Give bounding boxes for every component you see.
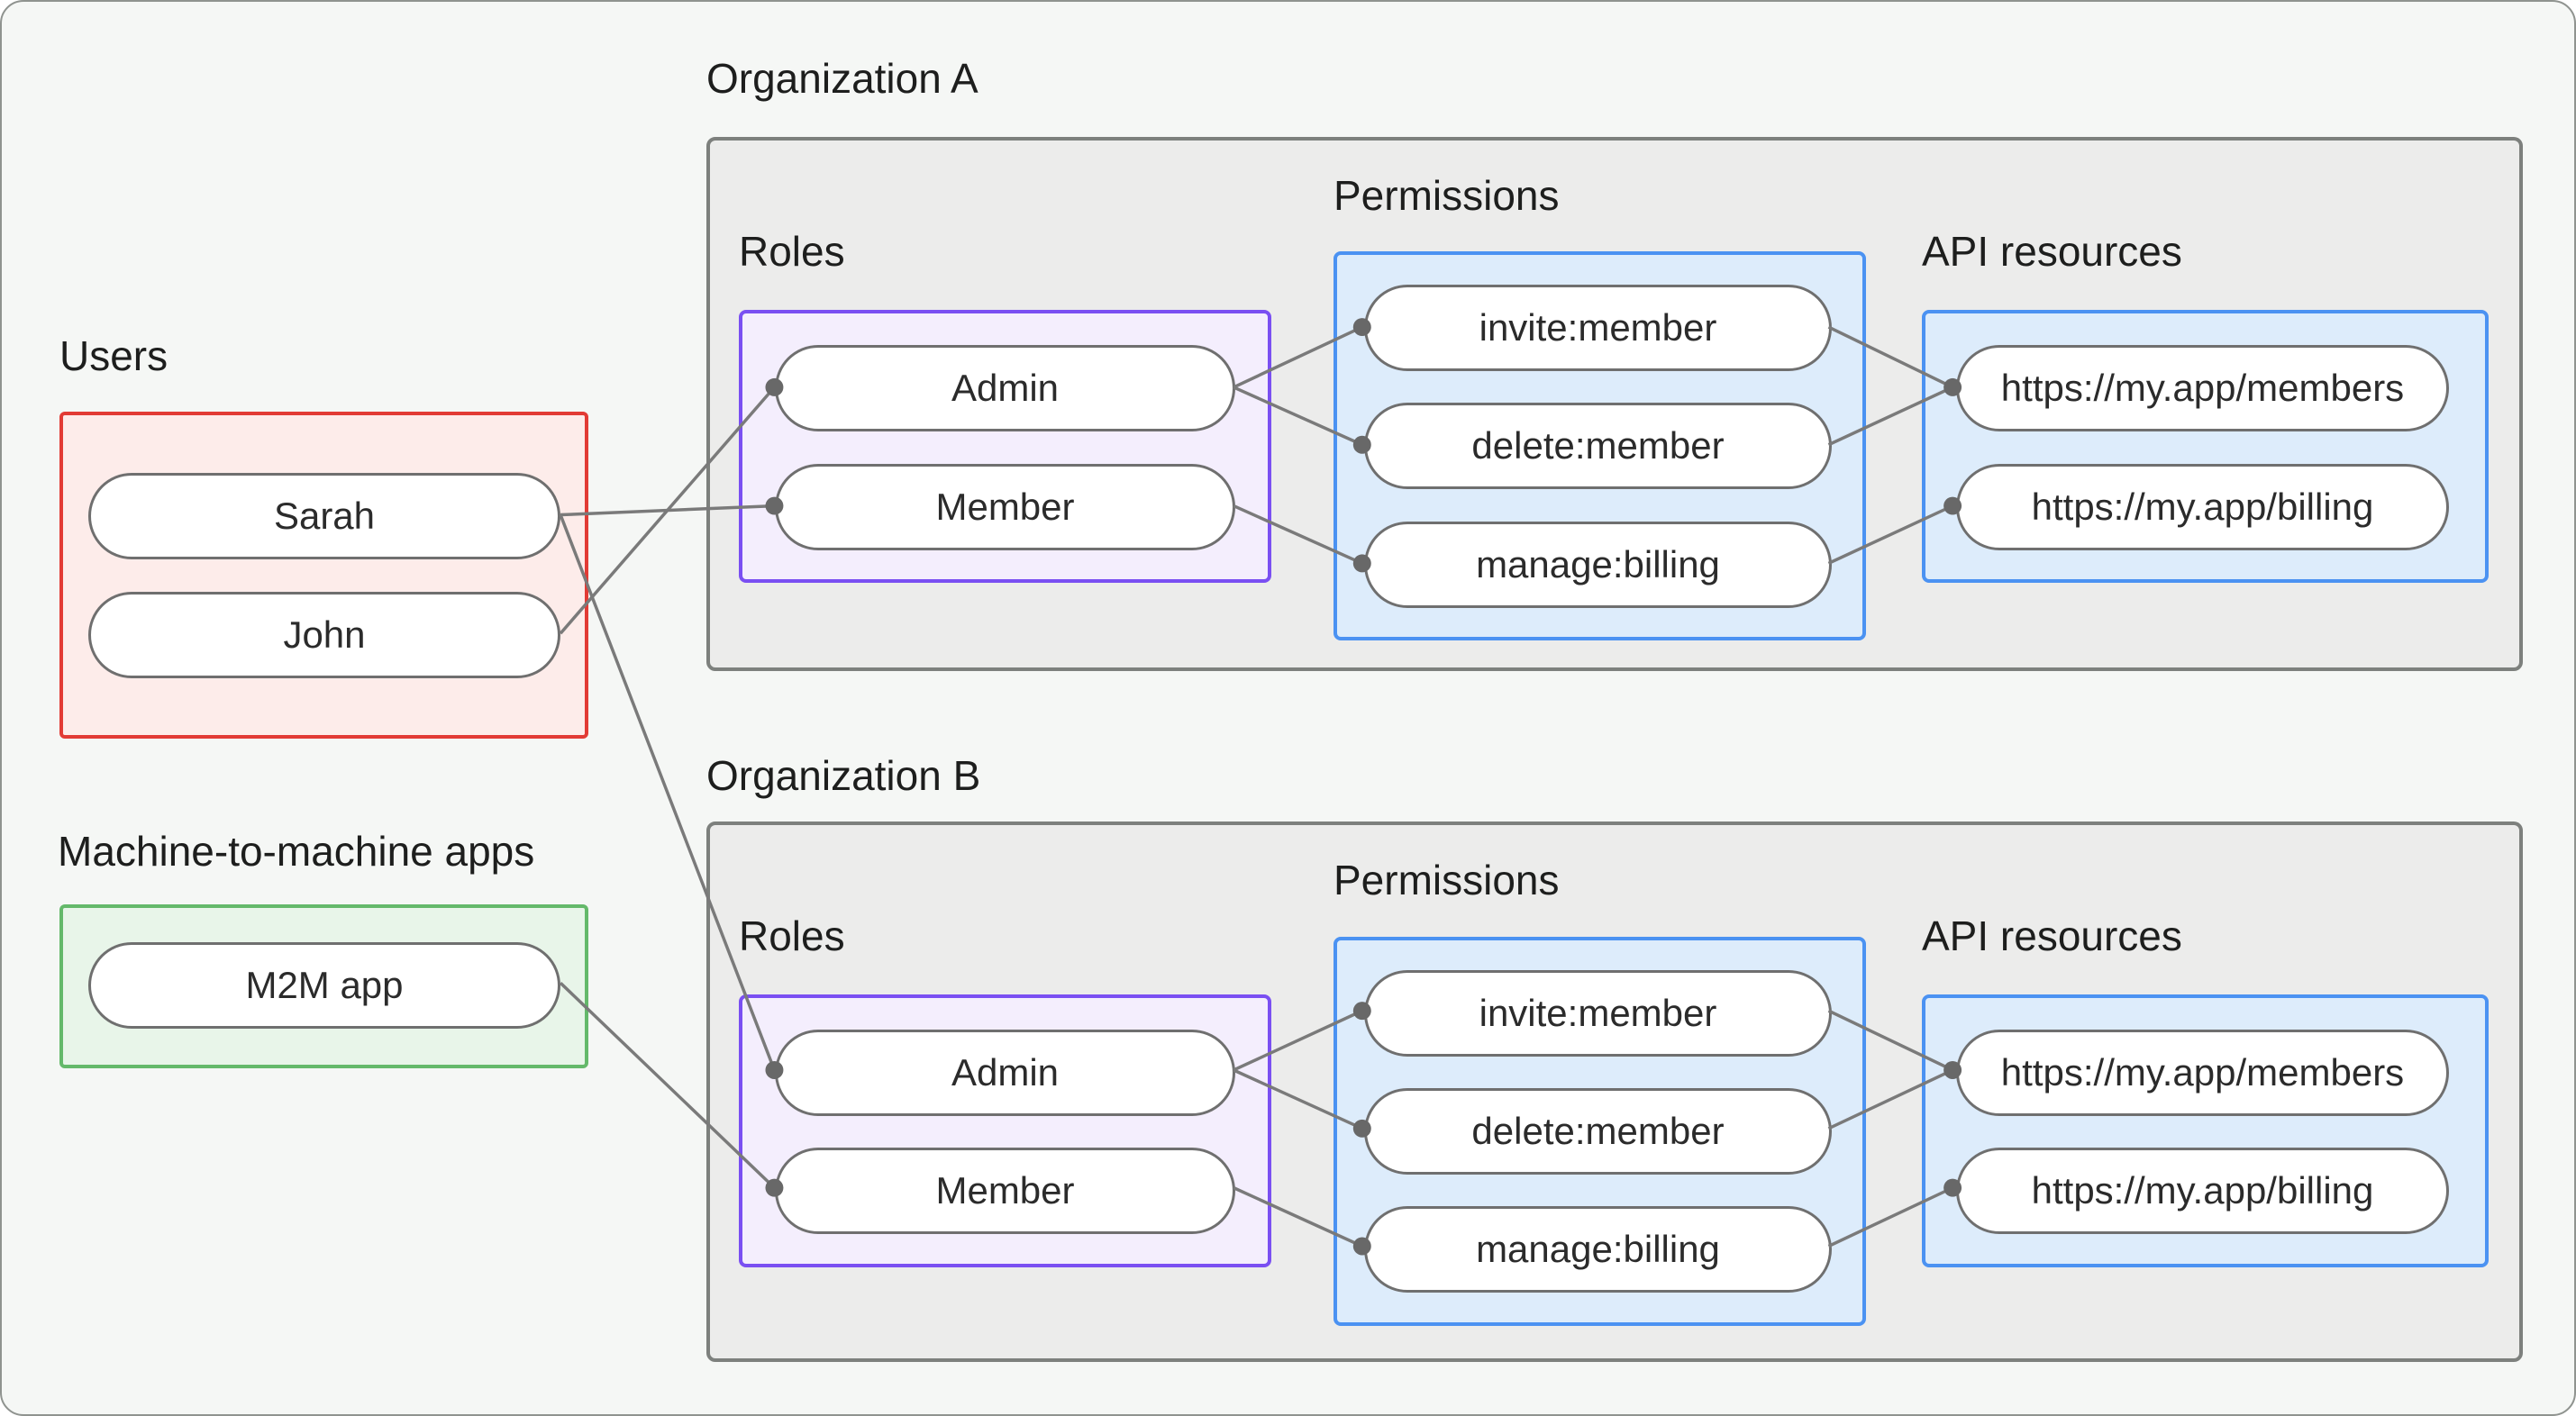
node-api-billing-org-a: https://my.app/billing xyxy=(1956,464,2449,550)
node-role-admin-org-a: Admin xyxy=(775,345,1235,431)
api-resources-label-org-b: API resources xyxy=(1922,912,2182,959)
node-api-members-org-a: https://my.app/members xyxy=(1956,345,2449,431)
users-label: Users xyxy=(59,332,168,379)
node-permission-invite-org-a: invite:member xyxy=(1364,285,1832,371)
node-permission-invite-org-b: invite:member xyxy=(1364,970,1832,1057)
node-role-admin-org-b: Admin xyxy=(775,1030,1235,1116)
node-role-member-org-b: Member xyxy=(775,1148,1235,1234)
m2m-apps-label: Machine-to-machine apps xyxy=(58,828,535,875)
organization-b-title: Organization B xyxy=(706,752,981,799)
node-permission-delete-org-a: delete:member xyxy=(1364,403,1832,489)
node-role-member-org-a: Member xyxy=(775,464,1235,550)
node-permission-manage-org-a: manage:billing xyxy=(1364,522,1832,608)
node-permission-delete-org-b: delete:member xyxy=(1364,1088,1832,1175)
permissions-label-org-b: Permissions xyxy=(1334,857,1560,903)
api-resources-label-org-a: API resources xyxy=(1922,228,2182,275)
node-api-billing-org-b: https://my.app/billing xyxy=(1956,1148,2449,1234)
roles-label-org-a: Roles xyxy=(739,228,845,275)
roles-label-org-b: Roles xyxy=(739,912,845,959)
node-user-sarah: Sarah xyxy=(88,473,560,559)
node-user-john: John xyxy=(88,592,560,678)
users-box xyxy=(59,412,588,739)
node-m2m-app: M2M app xyxy=(88,942,560,1029)
organization-a-title: Organization A xyxy=(706,55,979,102)
permissions-label-org-a: Permissions xyxy=(1334,172,1560,219)
node-api-members-org-b: https://my.app/members xyxy=(1956,1030,2449,1116)
node-permission-manage-org-b: manage:billing xyxy=(1364,1206,1832,1293)
